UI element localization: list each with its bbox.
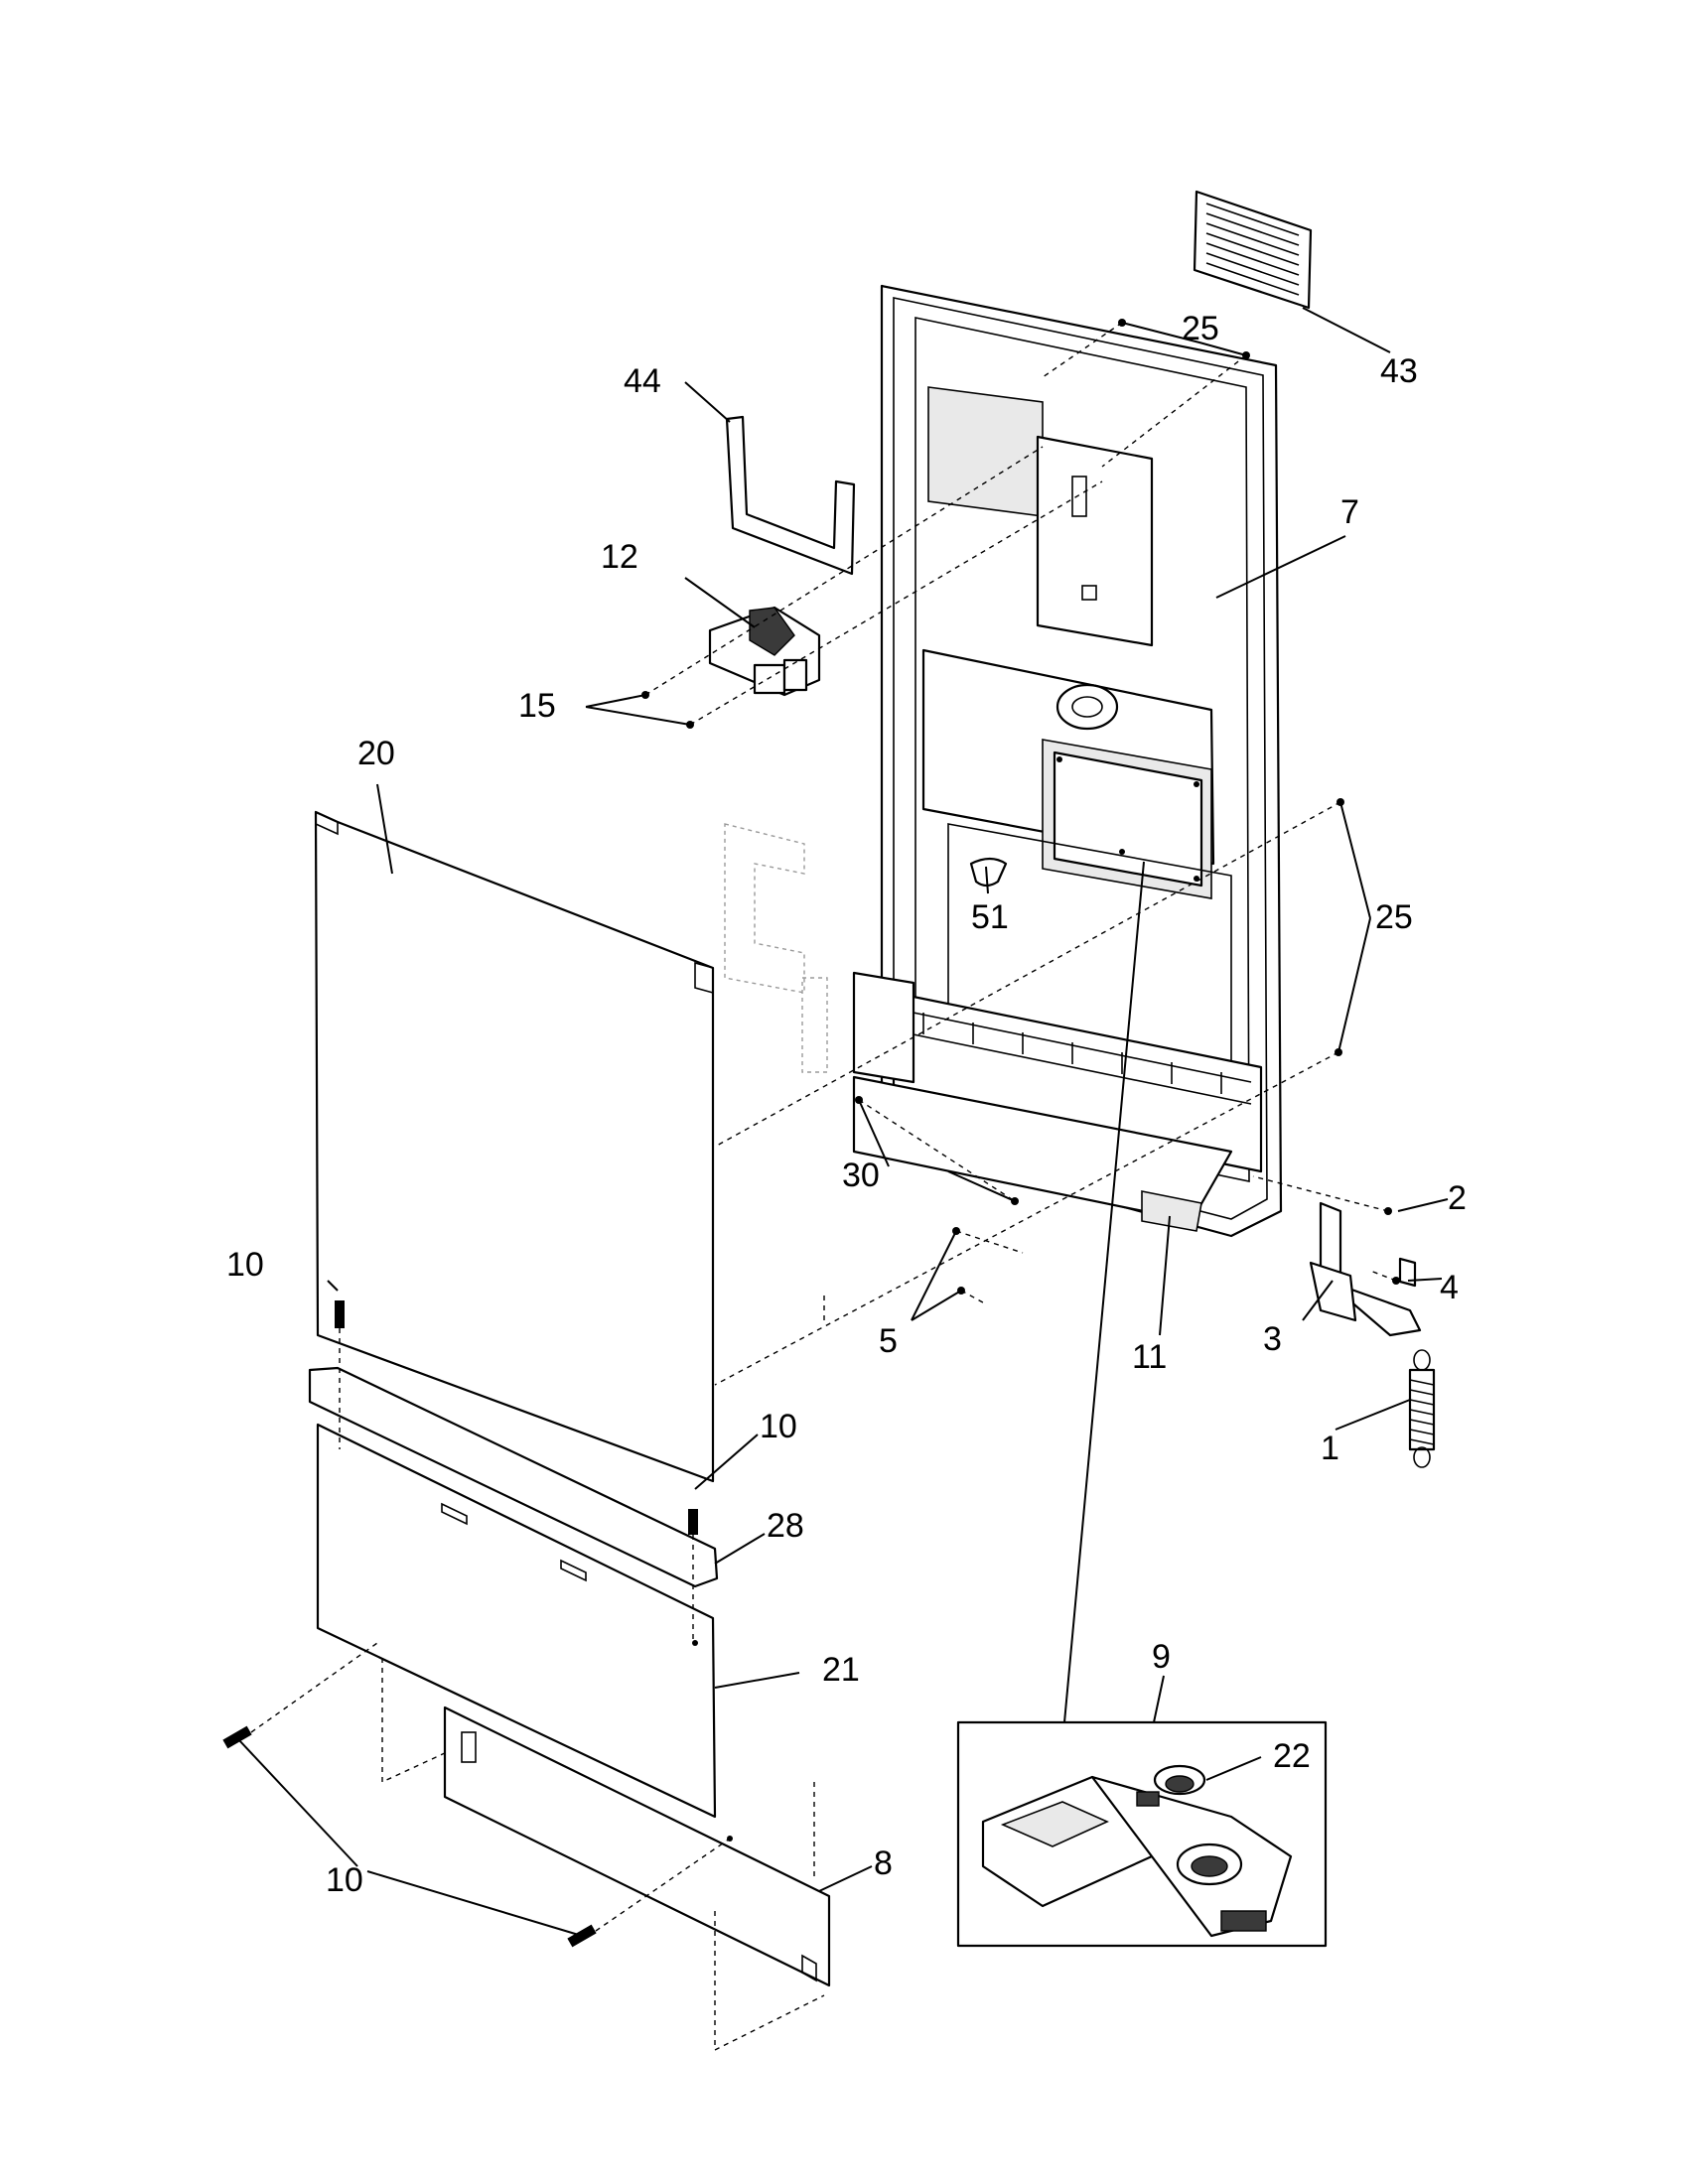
part-9-dispenser-inset bbox=[956, 861, 1328, 1948]
callout-7: 7 bbox=[1340, 493, 1359, 531]
callout-3: 3 bbox=[1263, 1320, 1282, 1358]
callout-30: 30 bbox=[842, 1157, 880, 1194]
part-8-toe-plate bbox=[443, 1706, 831, 1987]
assembly-lines bbox=[250, 322, 1397, 2052]
callout-43: 43 bbox=[1380, 352, 1418, 390]
callout-labels: 43 25 44 7 12 15 20 25 51 30 2 10 4 5 3 … bbox=[226, 310, 1467, 1899]
part-43-vent-grille bbox=[1193, 190, 1313, 310]
callout-1: 1 bbox=[1321, 1430, 1339, 1467]
ghost-hinge-outline bbox=[724, 823, 828, 1073]
callout-10-lower: 10 bbox=[326, 1861, 363, 1899]
callout-22: 22 bbox=[1273, 1737, 1311, 1775]
part-20-outer-door bbox=[314, 810, 715, 1483]
part-4-hinge-clip bbox=[1398, 1257, 1417, 1288]
callout-5: 5 bbox=[879, 1322, 898, 1360]
callout-25-top: 25 bbox=[1182, 310, 1219, 347]
part-12-door-latch bbox=[708, 606, 821, 697]
callout-9: 9 bbox=[1152, 1638, 1171, 1676]
part-28-bracket bbox=[308, 1366, 719, 1588]
callout-2: 2 bbox=[1448, 1179, 1467, 1217]
callout-4: 4 bbox=[1440, 1269, 1459, 1306]
callout-8: 8 bbox=[874, 1844, 893, 1882]
callout-10-upper: 10 bbox=[226, 1246, 264, 1284]
part-3-hinge-arm bbox=[1309, 1201, 1422, 1337]
part-7-inner-door-panel bbox=[852, 284, 1283, 1238]
callout-28: 28 bbox=[767, 1507, 804, 1545]
part-21-kick-panel bbox=[316, 1423, 717, 1819]
callout-21: 21 bbox=[822, 1651, 860, 1689]
leader-lines bbox=[237, 307, 1449, 1937]
part-11-bottom-trim bbox=[852, 1075, 1233, 1232]
callout-10-middle: 10 bbox=[760, 1408, 797, 1445]
part-1-spring bbox=[1408, 1349, 1436, 1468]
callout-11: 11 bbox=[1132, 1338, 1167, 1376]
callout-25-right: 25 bbox=[1375, 898, 1413, 936]
callout-15: 15 bbox=[518, 687, 556, 725]
part-44-gasket bbox=[725, 415, 856, 576]
callout-12: 12 bbox=[601, 538, 638, 576]
part-51-clip bbox=[969, 857, 1008, 887]
callout-51: 51 bbox=[971, 898, 1009, 936]
callout-20: 20 bbox=[357, 735, 395, 772]
callout-44: 44 bbox=[624, 362, 661, 400]
